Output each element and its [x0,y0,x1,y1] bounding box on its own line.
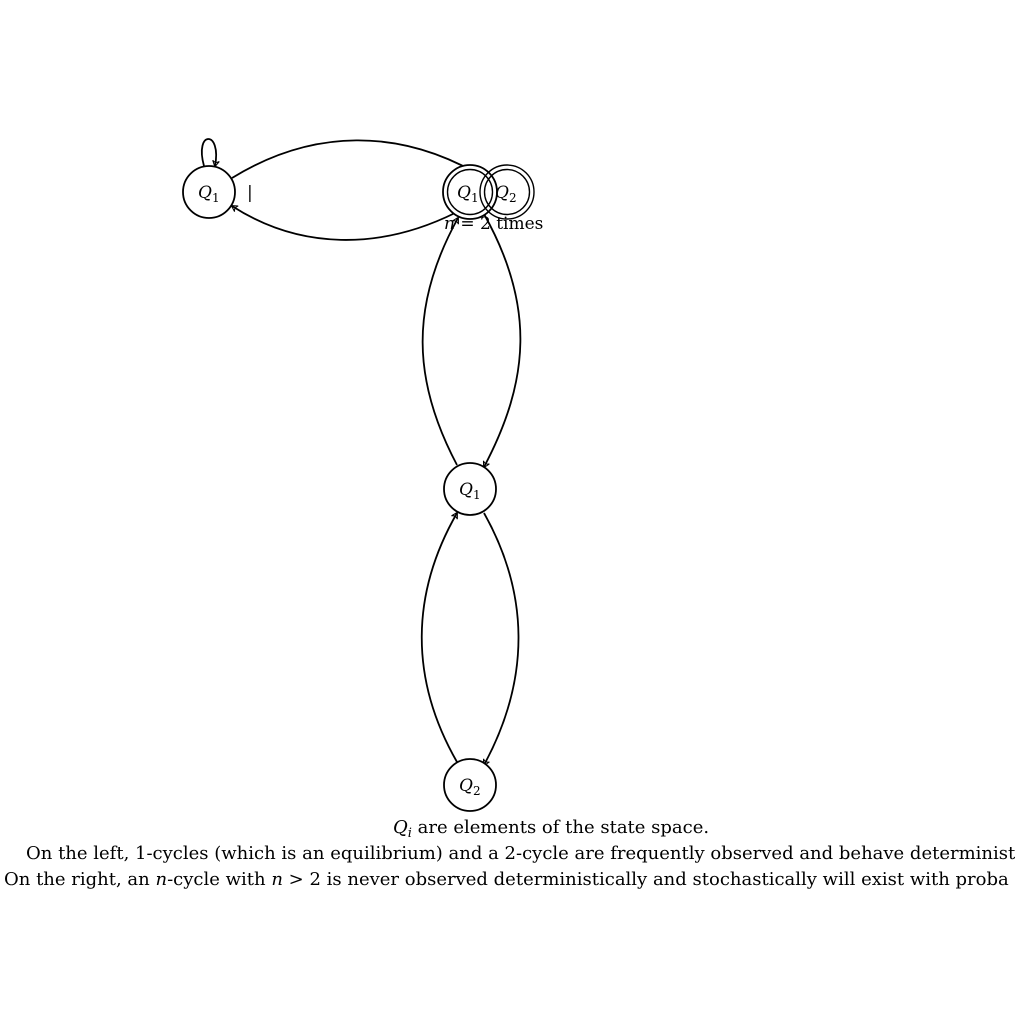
caption-line-1: Qi are elements of the state space. [393,817,709,841]
state-node-right-q2: Q2 [443,758,497,812]
svg-text:Q2: Q2 [495,183,517,205]
edge-right-q1-to-q2 [483,512,520,767]
edge-stack-to-left [230,205,456,241]
svg-text:Q1: Q1 [198,183,220,205]
state-node-left-q1: Q1 [182,165,236,219]
svg-text:Q2: Q2 [459,776,481,798]
state-node-right-q1: Q1 [443,462,497,516]
edge-stack-to-right-q1 [482,213,522,469]
edge-left-self-loop [200,138,220,168]
edge-left-to-stack [231,139,490,181]
svg-text:Q1: Q1 [459,480,481,502]
caption-line-3: On the right, an n-cycle with n > 2 is n… [4,869,1009,890]
state-node-stack-q2: Q2 [479,164,535,220]
repeat-label: n = 2 times [444,214,543,234]
edge-right-q2-to-q1 [420,511,458,763]
state-node-stack-q1: Q1 [442,164,498,220]
caption-line-2: On the left, 1-cycles (which is an equil… [26,843,1016,864]
edge-right-q1-to-stack [421,216,459,466]
separator-mark: | [247,183,253,203]
svg-text:Q1: Q1 [457,183,479,205]
